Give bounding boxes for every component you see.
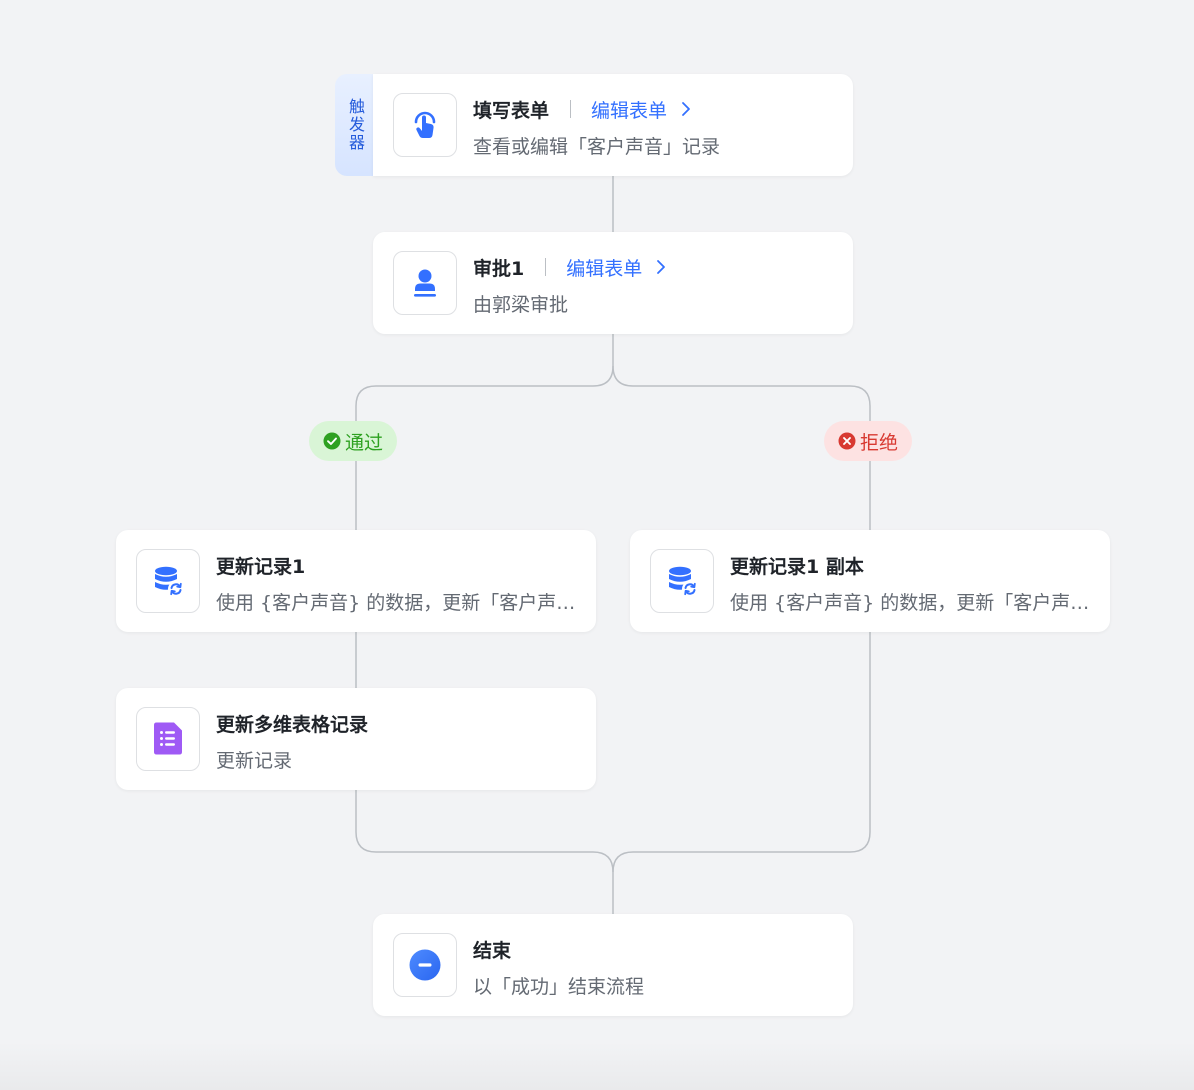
close-circle-icon <box>838 432 856 450</box>
update-record-icon-box <box>136 549 200 613</box>
edit-form-label: 编辑表单 <box>566 257 643 280</box>
canvas-bottom-shade <box>0 1042 1194 1090</box>
database-sync-icon <box>669 566 698 597</box>
connector-split-left <box>355 334 614 530</box>
end-node-card[interactable]: 结束 以「成功」结束流程 <box>373 914 853 1016</box>
update-record-copy-title-row: 更新记录1 副本 <box>730 551 864 579</box>
update-record-copy-desc: 使用 {客户声音} 的数据，更新「客户声音」 <box>730 592 1090 614</box>
update-bitable-icon-box <box>136 707 200 771</box>
branch-pass-badge[interactable]: 通过 <box>309 421 398 461</box>
approval-title-row: 审批1 编辑表单 <box>473 253 666 281</box>
branch-reject-label: 拒绝 <box>860 431 899 454</box>
end-title-row: 结束 <box>473 935 511 963</box>
end-icon-box <box>393 933 457 997</box>
trigger-title-row: 填写表单 编辑表单 <box>473 95 691 123</box>
title-divider <box>570 100 572 118</box>
branch-reject-badge[interactable]: 拒绝 <box>824 421 913 461</box>
update-record-node-card[interactable]: 更新记录1 使用 {客户声音} 的数据，更新「客户声音」 <box>116 530 596 632</box>
update-bitable-title: 更新多维表格记录 <box>216 713 369 736</box>
end-desc: 以「成功」结束流程 <box>473 976 645 998</box>
chevron-right-icon <box>681 101 691 117</box>
approval-node-card[interactable]: 审批1 编辑表单 由郭梁审批 <box>373 232 853 334</box>
trigger-tab-label: 触发器 <box>346 98 365 152</box>
connector-merge-right <box>612 632 871 873</box>
trigger-edit-form-link[interactable]: 编辑表单 <box>591 96 691 123</box>
trigger-title: 填写表单 <box>473 99 550 122</box>
end-title: 结束 <box>473 939 512 962</box>
update-record-title-row: 更新记录1 <box>216 551 305 579</box>
update-record-copy-icon-box <box>650 549 714 613</box>
bitable-list-icon <box>154 722 182 755</box>
hand-pointer-icon <box>414 111 436 138</box>
stop-circle-icon <box>409 949 441 981</box>
approval-title: 审批1 <box>473 257 525 280</box>
chevron-right-icon <box>656 259 666 275</box>
database-sync-icon <box>155 566 184 597</box>
edit-form-label: 编辑表单 <box>591 99 668 122</box>
trigger-tab: 触发器 <box>335 74 375 176</box>
title-divider <box>545 258 547 276</box>
update-bitable-title-row: 更新多维表格记录 <box>216 709 368 737</box>
update-record-copy-title: 更新记录1 副本 <box>730 555 864 578</box>
trigger-desc: 查看或编辑「客户声音」记录 <box>473 136 721 158</box>
stamp-icon <box>414 269 436 297</box>
approval-icon-box <box>393 251 457 315</box>
branch-pass-label: 通过 <box>345 431 384 454</box>
approval-desc: 由郭梁审批 <box>473 294 569 316</box>
update-record-title: 更新记录1 <box>216 555 306 578</box>
check-circle-icon <box>323 432 341 450</box>
update-bitable-node-card[interactable]: 更新多维表格记录 更新记录 <box>116 688 596 790</box>
trigger-icon-box <box>393 93 457 157</box>
approval-edit-form-link[interactable]: 编辑表单 <box>566 254 666 281</box>
connector-merge-left <box>355 790 614 914</box>
trigger-node-card[interactable]: 填写表单 编辑表单 查看或编辑「客户声音」记录 <box>373 74 853 176</box>
update-record-copy-node-card[interactable]: 更新记录1 副本 使用 {客户声音} 的数据，更新「客户声音」 <box>630 530 1110 632</box>
update-bitable-desc: 更新记录 <box>216 750 293 772</box>
update-record-desc: 使用 {客户声音} 的数据，更新「客户声音」 <box>216 592 576 614</box>
connector-split-right <box>612 365 871 530</box>
